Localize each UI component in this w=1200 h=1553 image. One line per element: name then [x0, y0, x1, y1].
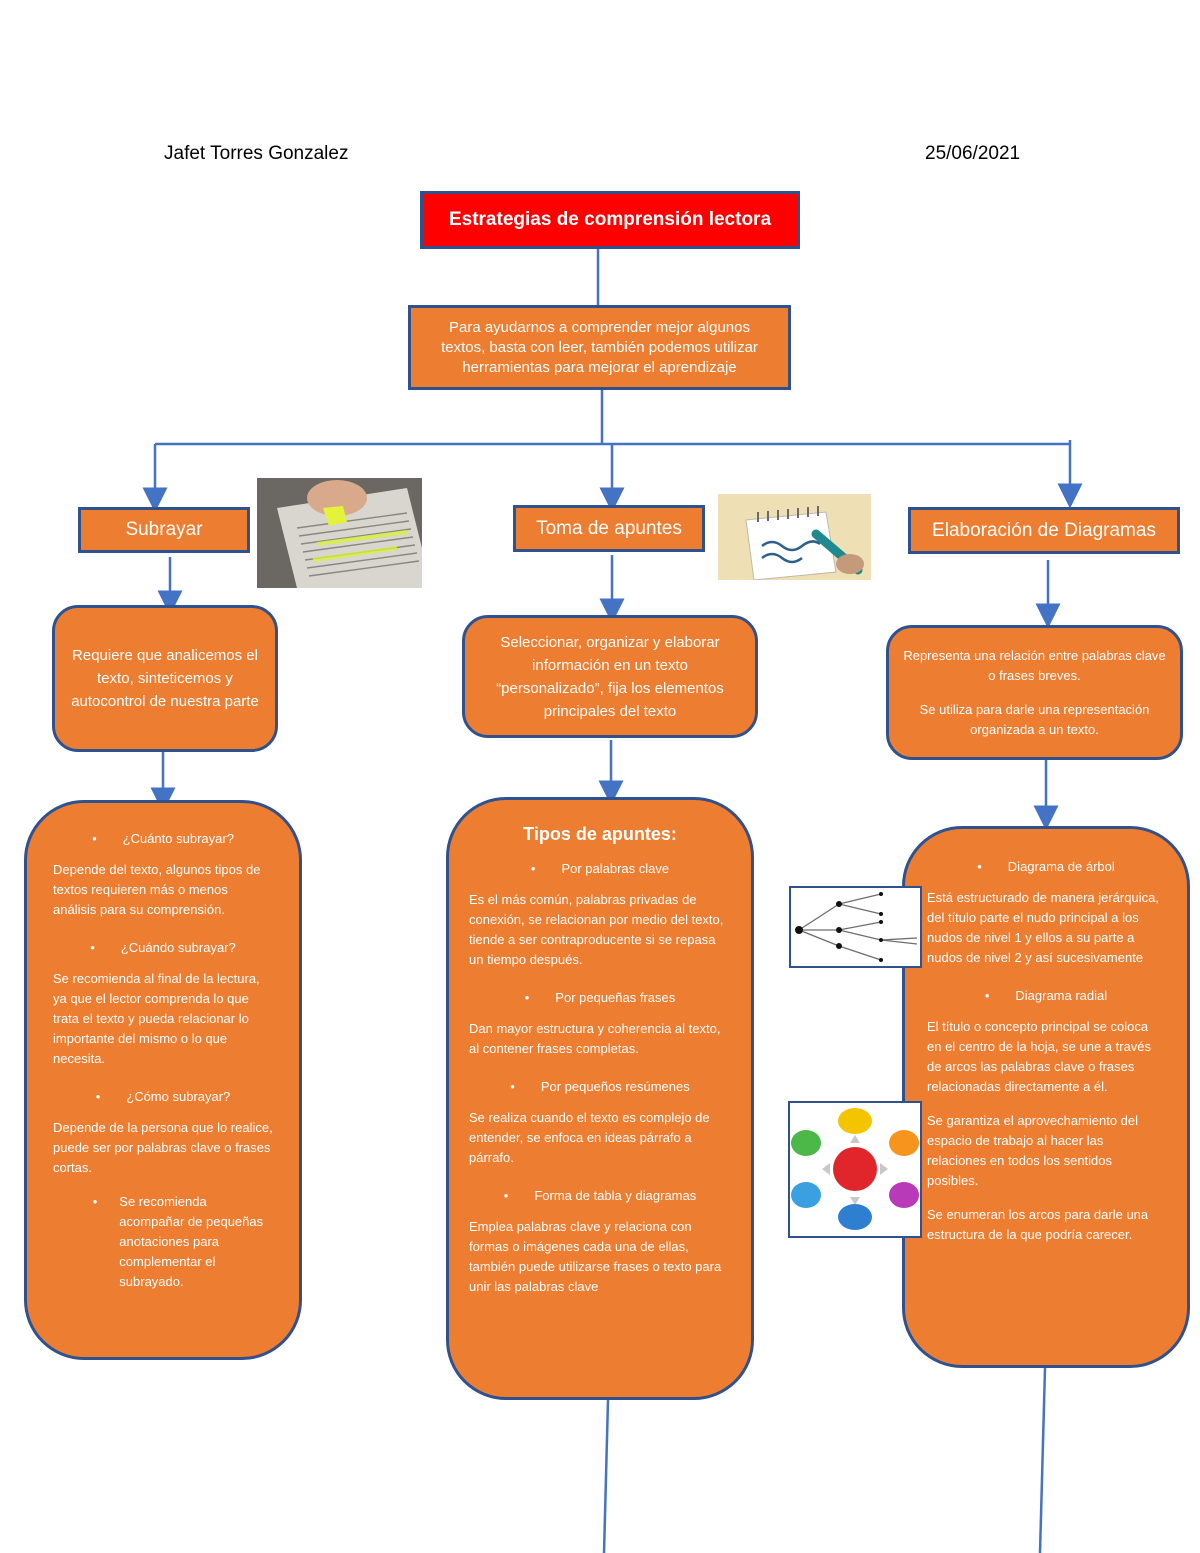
- last-bullet-text: Se recomienda acompañar de pequeñas anot…: [119, 1194, 264, 1289]
- apuntes-details-box: Tipos de apuntes: Por palabras clave Es …: [446, 797, 754, 1400]
- bullet-item: ¿Cuándo subrayar?: [90, 940, 236, 955]
- detail-text: Se realiza cuando el texto es complejo d…: [469, 1110, 710, 1165]
- apuntes-label-box: Toma de apuntes: [513, 505, 705, 552]
- intro-box: Para ayudarnos a comprender mejor alguno…: [408, 305, 791, 390]
- detail-text: Es el más común, palabras privadas de co…: [469, 892, 724, 967]
- detail-text: El título o concepto principal se coloca…: [927, 1019, 1152, 1094]
- apuntes-desc-box: Seleccionar, organizar y elaborar inform…: [462, 615, 758, 738]
- radial-diagram-icon: [788, 1101, 922, 1238]
- last-bullet: • Se recomienda acompañar de pequeñas an…: [57, 1192, 270, 1292]
- bullet-item: Por pequeñas frases: [525, 990, 675, 1005]
- tree-diagram-icon: [789, 886, 922, 968]
- detail-text: Emplea palabras clave y relaciona con fo…: [469, 1219, 722, 1294]
- diagramas-details-box: Diagrama de árbol Está estructurado de m…: [902, 826, 1190, 1368]
- detail-text: Depende de la persona que lo realice, pu…: [53, 1120, 273, 1175]
- bullet-item: Por pequeños resúmenes: [510, 1079, 690, 1094]
- document-date: 25/06/2021: [925, 143, 1021, 164]
- author-name: Jafet Torres Gonzalez: [164, 143, 349, 164]
- subrayar-label-box: Subrayar: [78, 507, 250, 553]
- bullet-item: ¿Cómo subrayar?: [96, 1089, 230, 1104]
- diagramas-desc-2: Se utiliza para darle una representación…: [919, 701, 1150, 737]
- detail-text: Se enumeran los arcos para darle una est…: [927, 1207, 1149, 1242]
- diagramas-desc-1: Representa una relación entre palabras c…: [903, 647, 1166, 683]
- detail-text: Dan mayor estructura y coherencia al tex…: [469, 1021, 721, 1056]
- subrayar-label: Subrayar: [125, 519, 203, 540]
- apuntes-label: Toma de apuntes: [536, 517, 682, 539]
- bullet-item: Por palabras clave: [531, 861, 669, 876]
- notepad-pen-icon: [718, 494, 871, 580]
- intro-text: Para ayudarnos a comprender mejor alguno…: [441, 318, 758, 376]
- map-title-box: Estrategias de comprensión lectora: [420, 191, 800, 249]
- bullet-item: Diagrama de árbol: [977, 859, 1115, 874]
- diagramas-label: Elaboración de Diagramas: [932, 519, 1156, 541]
- subrayar-desc-box: Requiere que analicemos el texto, sintet…: [52, 605, 278, 752]
- bullet-item: Forma de tabla y diagramas: [504, 1188, 696, 1203]
- tipos-heading: Tipos de apuntes:: [523, 824, 677, 844]
- detail-text: Depende del texto, algunos tipos de text…: [53, 862, 261, 917]
- bullet-item: ¿Cuánto subrayar?: [92, 831, 234, 846]
- subrayar-desc: Requiere que analicemos el texto, sintet…: [71, 647, 259, 710]
- apuntes-desc: Seleccionar, organizar y elaborar inform…: [496, 633, 724, 720]
- diagramas-label-box: Elaboración de Diagramas: [908, 507, 1180, 554]
- highlighter-photo: [257, 478, 422, 588]
- bullet-item: Diagrama radial: [985, 988, 1107, 1003]
- detail-text: Se recomienda al final de la lectura, ya…: [53, 971, 260, 1066]
- detail-text: Está estructurado de manera jerárquica, …: [927, 890, 1159, 965]
- diagramas-desc-box: Representa una relación entre palabras c…: [886, 625, 1183, 760]
- subrayar-details-box: ¿Cuánto subrayar? Depende del texto, alg…: [24, 800, 302, 1360]
- map-title: Estrategias de comprensión lectora: [448, 209, 772, 230]
- detail-text: Se garantiza el aprovechamiento del espa…: [927, 1113, 1139, 1188]
